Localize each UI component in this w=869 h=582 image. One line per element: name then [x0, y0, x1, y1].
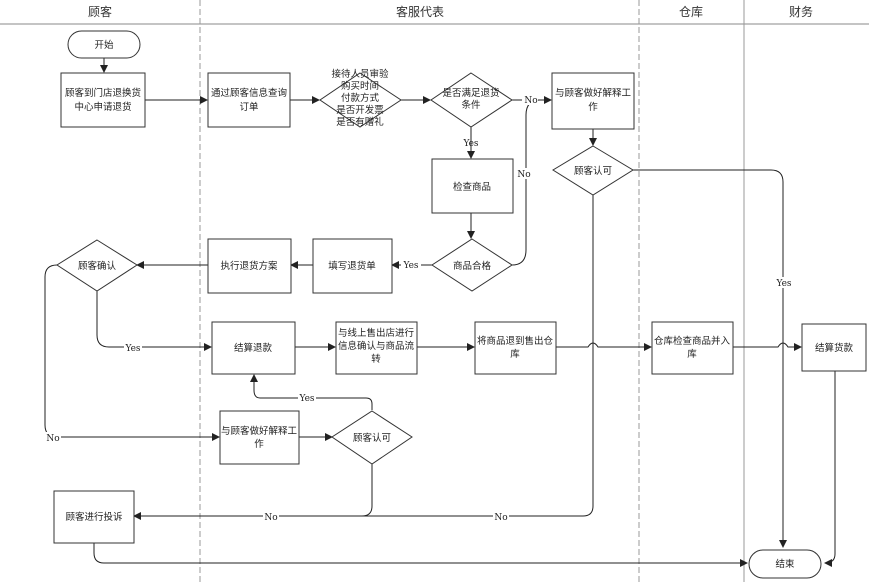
node-explain-1-line2: 作 [588, 101, 598, 113]
node-settle-refund-label: 结算退款 [234, 342, 273, 354]
node-warehouse-check: 仓库检查商品并入 库 [651, 321, 734, 375]
node-confirm-online-line1: 与线上售出店进行 [338, 327, 415, 339]
node-explain-2-line1: 与顾客做好解释工 [221, 425, 298, 437]
node-query-order-line1: 通过顾客信息查询 [211, 87, 287, 99]
node-explain-1: 与顾客做好解释工 作 [551, 72, 635, 130]
node-settle-payment: 结算货款 [801, 323, 867, 372]
node-verify-line5: 是否有赠礼 [336, 116, 384, 128]
lane-title-finance: 财务 [789, 4, 813, 19]
node-meets-condition-line1: 是否满足退货 [442, 87, 499, 99]
node-check-goods: 检查商品 [431, 158, 514, 214]
node-verify: 接待人员审验 购买时间 付款方式 是否开发票 是否有赠礼 [319, 68, 402, 128]
node-confirm-online: 与线上售出店进行 信息确认与商品流 转 [335, 321, 418, 375]
node-meets-condition-line2: 条件 [461, 99, 481, 111]
node-goods-ok-label: 商品合格 [453, 260, 492, 272]
label-no-goods: No [517, 170, 530, 180]
node-return-to-stock: 将商品退到售出仓 库 [474, 321, 557, 375]
label-yes-condition: Yes [462, 139, 478, 149]
node-end: 结束 [748, 549, 822, 579]
label-no-agree2: No [264, 513, 277, 523]
node-verify-line1: 接待人员审验 [331, 68, 389, 80]
node-confirm-online-line3: 转 [371, 353, 381, 365]
node-apply-return-line1: 顾客到门店退换货 [65, 87, 141, 99]
node-start: 开始 [67, 30, 141, 59]
node-goods-ok: 商品合格 [431, 238, 513, 292]
label-no-agree1: No [494, 513, 507, 523]
node-customer-confirm-label: 顾客确认 [78, 260, 117, 272]
node-exec-plan: 执行退货方案 [207, 238, 292, 294]
node-customer-agree-2: 顾客认可 [331, 410, 413, 465]
node-complain: 顾客进行投诉 [53, 490, 135, 544]
node-return-to-stock-line1: 将商品退到售出仓 [477, 335, 554, 347]
edge-agree1-no [133, 195, 594, 520]
node-verify-line3: 付款方式 [341, 92, 380, 104]
edge-goods-no [511, 99, 541, 266]
node-settle-refund: 结算退款 [211, 321, 296, 375]
node-return-to-stock-line2: 库 [510, 348, 520, 360]
node-fill-form: 填写退货单 [312, 238, 393, 294]
label-no-confirm: No [46, 434, 59, 444]
edge-agree2-yes [250, 374, 373, 410]
node-fill-form-label: 填写退货单 [328, 260, 376, 272]
node-explain-2: 与顾客做好解释工 作 [219, 410, 300, 465]
edges [44, 58, 836, 567]
node-check-goods-label: 检查商品 [453, 181, 491, 193]
edge-payment-end [824, 371, 836, 567]
node-verify-line2: 购买时间 [341, 80, 379, 92]
edge-confirm-yes [96, 291, 212, 351]
lane-title-warehouse: 仓库 [679, 4, 703, 19]
node-verify-line4: 是否开发票 [336, 104, 384, 116]
node-customer-agree-1: 顾客认可 [552, 145, 634, 196]
edge-warehouse-payment [733, 342, 802, 351]
edge-agree2-no [240, 464, 373, 517]
node-complain-label: 顾客进行投诉 [65, 511, 123, 523]
node-customer-agree-1-label: 顾客认可 [574, 165, 612, 177]
node-explain-2-line2: 作 [254, 438, 264, 450]
node-confirm-online-line2: 信息确认与商品流 [338, 340, 415, 352]
lane-title-service-rep: 客服代表 [396, 4, 444, 19]
label-yes-goods: Yes [402, 261, 418, 271]
node-apply-return: 顾客到门店退换货 中心申请退货 [60, 72, 146, 128]
node-warehouse-check-line1: 仓库检查商品并入 [654, 335, 731, 347]
node-customer-agree-2-label: 顾客认可 [353, 432, 391, 444]
node-start-label: 开始 [94, 39, 114, 51]
label-no-condition: No [524, 96, 537, 106]
label-yes-confirm: Yes [124, 344, 140, 354]
node-exec-plan-label: 执行退货方案 [220, 260, 278, 272]
node-query-order: 通过顾客信息查询 订单 [207, 72, 291, 128]
node-explain-1-line1: 与顾客做好解释工 [555, 87, 632, 99]
node-customer-confirm: 顾客确认 [56, 239, 138, 292]
node-end-label: 结束 [775, 558, 795, 570]
node-settle-payment-label: 结算货款 [815, 342, 854, 354]
node-warehouse-check-line2: 库 [687, 348, 697, 360]
node-query-order-line2: 订单 [239, 101, 259, 113]
edge-stock-warehouse [556, 342, 652, 351]
lane-title-customer: 顾客 [88, 4, 112, 19]
node-apply-return-line2: 中心申请退货 [74, 101, 131, 113]
edge-agree1-yes [633, 169, 787, 548]
node-meets-condition: 是否满足退货 条件 [430, 72, 513, 128]
edge-labels: No Yes No Yes Yes No Yes Yes No No [45, 94, 793, 523]
label-yes-agree1: Yes [775, 279, 791, 289]
edge-complain-end [93, 543, 748, 567]
label-yes-agree2: Yes [298, 394, 314, 404]
